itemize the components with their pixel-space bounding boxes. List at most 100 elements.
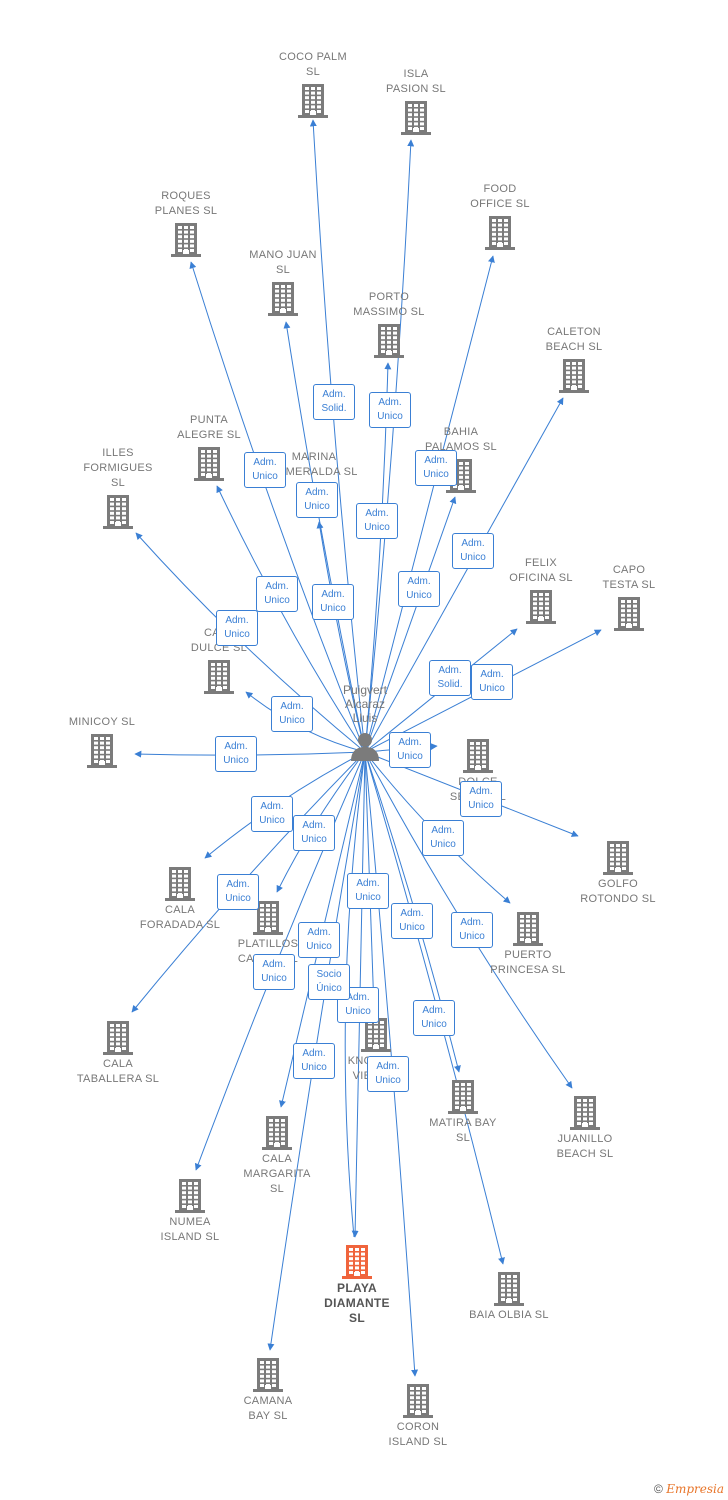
building-icon [253, 1358, 283, 1392]
building-icon [614, 597, 644, 631]
edge-isla-pasion [364, 139, 415, 753]
role-badge-golfo-rotondo[interactable]: Adm. Unico [460, 781, 502, 817]
company-name: CORON ISLAND SL [388, 1421, 448, 1448]
role-badge-platillos-caribe[interactable]: Adm. Unico [293, 815, 335, 851]
role-badge-cala-taballera[interactable]: Adm. Unico [217, 874, 259, 910]
building-icon [485, 216, 515, 250]
role-badge-capo-testa[interactable]: Adm. Unico [471, 664, 513, 700]
copyright-symbol: © [654, 1482, 663, 1496]
building-icon [403, 1384, 433, 1418]
role-badge-isla-pasion[interactable]: Adm. Unico [369, 392, 411, 428]
role-badge-matira-bay[interactable]: Adm. Unico [391, 903, 433, 939]
building-icon [268, 282, 298, 316]
company-node-punta-alegre[interactable]: PUNTA ALEGRE SL [149, 413, 269, 481]
company-node-mano-juan[interactable]: MANO JUAN SL [223, 248, 343, 316]
role-badge-puerto-princesa[interactable]: Adm. Unico [422, 820, 464, 856]
person-icon [351, 733, 379, 761]
edge-food-office [364, 255, 495, 753]
role-badge-knossos-view[interactable]: Adm. Unico [347, 873, 389, 909]
company-node-juanillo-beach[interactable]: JUANILLO BEACH SL [525, 1094, 645, 1162]
building-icon [448, 1080, 478, 1114]
company-name: PORTO MASSIMO SL [353, 291, 425, 318]
role-badge-juanillo-beach[interactable]: Adm. Unico [451, 912, 493, 948]
company-name: CALA TABALLERA SL [76, 1058, 160, 1085]
building-icon [175, 1179, 205, 1213]
company-node-caleton-beach[interactable]: CALETON BEACH SL [514, 325, 634, 393]
role-badge-cala-foradada[interactable]: Adm. Unico [251, 796, 293, 832]
building-icon [559, 359, 589, 393]
company-node-baia-olbia[interactable]: BAIA OLBIA SL [449, 1270, 569, 1323]
company-node-playa-diamante[interactable]: PLAYA DIAMANTE SL [297, 1243, 417, 1326]
company-node-matira-bay[interactable]: MATIRA BAY SL [403, 1078, 523, 1146]
role-badge-playa-diamante-2[interactable]: Socio Único [308, 964, 350, 1000]
company-node-camana-bay[interactable]: CAMANA BAY SL [208, 1356, 328, 1424]
role-badge-numea-island[interactable]: Adm. Unico [253, 954, 295, 990]
building-icon [298, 84, 328, 118]
company-node-food-office[interactable]: FOOD OFFICE SL [440, 182, 560, 250]
role-badge-roques-planes[interactable]: Adm. Unico [244, 452, 286, 488]
role-badge-minicoy[interactable]: Adm. Unico [215, 736, 257, 772]
building-icon [570, 1096, 600, 1130]
company-name: CALA FORADADA SL [139, 904, 221, 931]
footer: © Empresia [654, 1482, 724, 1496]
role-badge-bahia-palamos[interactable]: Adm. Unico [398, 571, 440, 607]
building-icon [165, 867, 195, 901]
company-node-numea-island[interactable]: NUMEA ISLAND SL [130, 1177, 250, 1245]
role-badge-marina-esmeralda[interactable]: Adm. Unico [312, 584, 354, 620]
company-node-capo-testa[interactable]: CAPO TESTA SL [569, 563, 689, 631]
role-badge-cala-margarita[interactable]: Adm. Unico [298, 922, 340, 958]
building-icon [494, 1272, 524, 1306]
person-node[interactable]: Puigvert Alcaraz Lluis [305, 683, 425, 761]
company-node-cala-margarita[interactable]: CALA MARGARITA SL [217, 1114, 337, 1197]
company-name: ISLA PASION SL [386, 68, 446, 95]
role-badge-punta-alegre[interactable]: Adm. Unico [256, 576, 298, 612]
company-node-roques-planes[interactable]: ROQUES PLANES SL [126, 189, 246, 257]
company-name: MINICOY SL [68, 716, 136, 728]
role-badge-baia-olbia[interactable]: Adm. Unico [413, 1000, 455, 1036]
company-name: NUMEA ISLAND SL [160, 1216, 220, 1243]
company-node-coron-island[interactable]: CORON ISLAND SL [358, 1382, 478, 1450]
company-node-minicoy[interactable]: MINICOY SL [42, 715, 162, 768]
role-badge-coron-island[interactable]: Adm. Unico [367, 1056, 409, 1092]
edge-punta-alegre [216, 485, 366, 753]
company-node-coco-palm[interactable]: COCO PALM SL [253, 50, 373, 118]
role-badge-camana-bay[interactable]: Adm. Unico [293, 1043, 335, 1079]
role-badge-caleton-beach[interactable]: Adm. Unico [452, 533, 494, 569]
company-name: ROQUES PLANES SL [154, 190, 218, 217]
company-node-cala-taballera[interactable]: CALA TABALLERA SL [58, 1019, 178, 1087]
building-icon [526, 590, 556, 624]
company-node-felix-oficina[interactable]: FELIX OFICINA SL [481, 556, 601, 624]
company-node-cala-foradada[interactable]: CALA FORADADA SL [120, 865, 240, 933]
building-icon [374, 324, 404, 358]
company-node-illes-formigues[interactable]: ILLES FORMIGUES SL [58, 446, 178, 529]
company-name: CALETON BEACH SL [545, 326, 603, 353]
role-badge-cala-dulce[interactable]: Adm. Unico [271, 696, 313, 732]
role-badge-food-office[interactable]: Adm. Unico [415, 450, 457, 486]
company-node-porto-massimo[interactable]: PORTO MASSIMO SL [329, 290, 449, 358]
edge-illes-formigues [135, 532, 366, 753]
building-icon [204, 660, 234, 694]
company-name: PUNTA ALEGRE SL [177, 414, 241, 441]
edge-caleton-beach [364, 397, 564, 753]
role-badge-mano-juan[interactable]: Adm. Unico [356, 503, 398, 539]
role-badge-illes-formigues[interactable]: Adm. Unico [216, 610, 258, 646]
company-name: CAPO TESTA SL [602, 564, 656, 591]
edge-roques-planes [189, 261, 366, 753]
building-icon [361, 1018, 391, 1052]
building-icon [103, 495, 133, 529]
company-node-puerto-princesa[interactable]: PUERTO PRINCESA SL [468, 910, 588, 978]
company-name: FOOD OFFICE SL [470, 183, 530, 210]
role-badge-porto-massimo[interactable]: Adm. Unico [296, 482, 338, 518]
company-node-isla-pasion[interactable]: ISLA PASION SL [356, 67, 476, 135]
brand-logo[interactable]: Empresia [666, 1482, 724, 1496]
edge-bahia-palamos [364, 496, 457, 753]
company-node-golfo-rotondo[interactable]: GOLFO ROTONDO SL [558, 839, 678, 907]
building-icon [401, 101, 431, 135]
company-name: MANO JUAN SL [249, 249, 317, 276]
role-badge-coco-palm[interactable]: Adm. Solid. [313, 384, 355, 420]
building-icon [253, 901, 283, 935]
company-name: FELIX OFICINA SL [509, 557, 573, 584]
role-badge-felix-oficina[interactable]: Adm. Solid. [429, 660, 471, 696]
role-badge-dolce-sense[interactable]: Adm. Unico [389, 732, 431, 768]
